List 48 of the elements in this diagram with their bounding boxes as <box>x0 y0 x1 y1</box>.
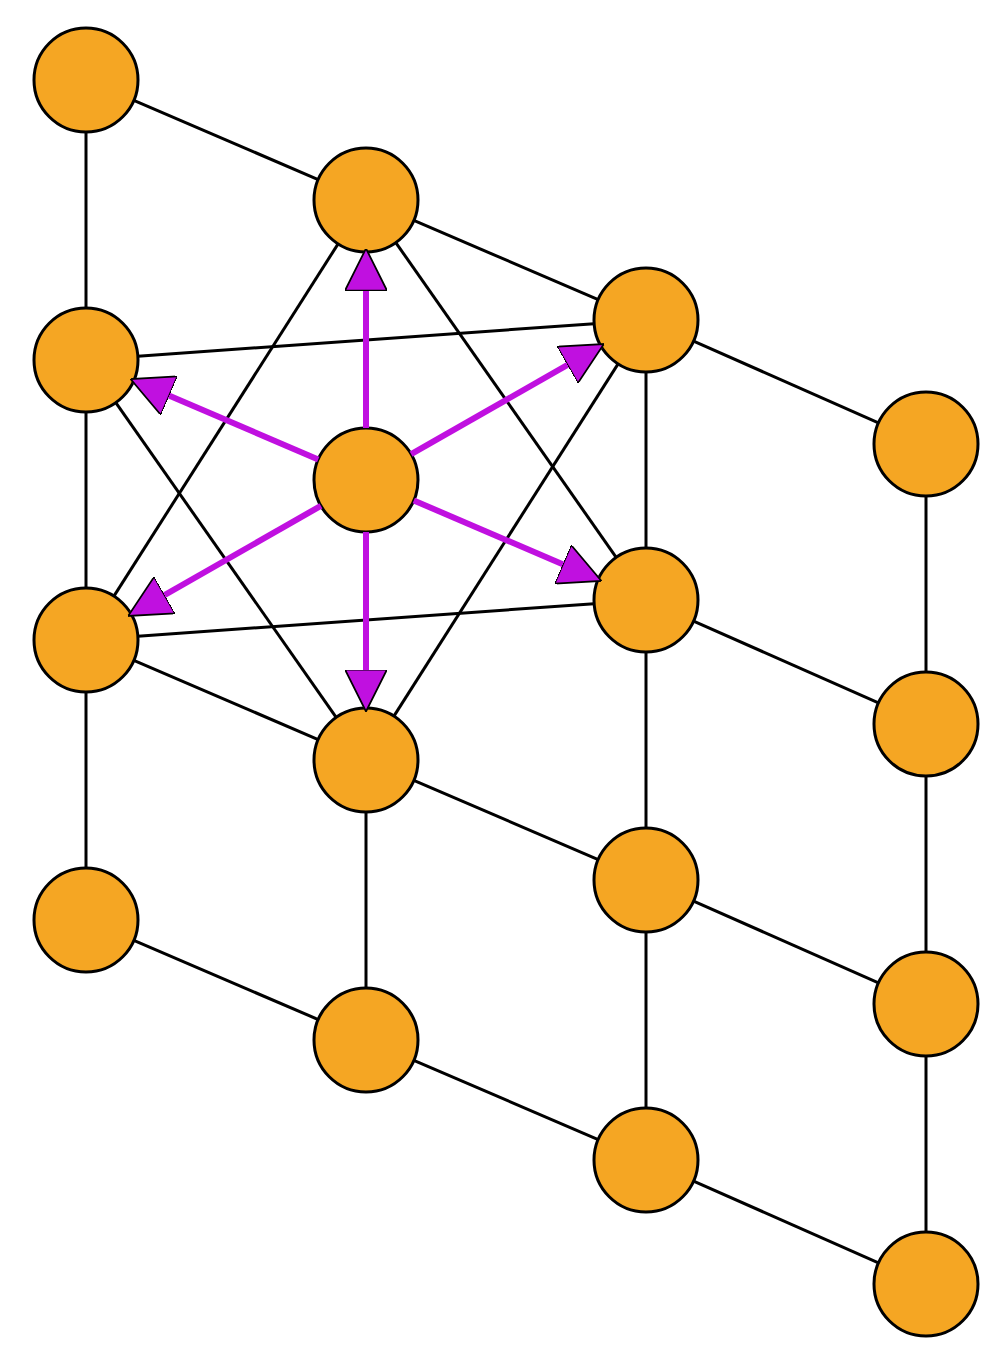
lattice-circle <box>592 1106 700 1214</box>
connector-line <box>392 363 620 717</box>
lattice-circle <box>312 986 420 1094</box>
connector-line <box>924 496 928 672</box>
connector-line <box>84 132 88 308</box>
connector-line <box>137 322 595 358</box>
lattice-circle <box>312 706 420 814</box>
arrow <box>344 532 388 713</box>
lattice-circle <box>312 146 420 254</box>
lattice-circle <box>872 390 980 498</box>
lattice-circle <box>32 866 140 974</box>
connector-line <box>133 99 319 181</box>
connector-line <box>394 241 618 559</box>
connector-line <box>644 372 648 548</box>
arrow <box>409 343 605 457</box>
connector-line <box>137 602 595 638</box>
connector-line <box>413 219 599 301</box>
lattice-circle <box>32 306 140 414</box>
arrow <box>344 247 388 428</box>
lattice-circle <box>32 26 140 134</box>
connector-line <box>924 1056 928 1232</box>
connector-line <box>84 692 88 868</box>
connector-line <box>644 932 648 1108</box>
lattice-circle <box>312 426 420 534</box>
connector-line <box>84 412 88 588</box>
arrow <box>127 503 323 617</box>
lattice-circle <box>872 1230 980 1338</box>
lattice-circle <box>32 586 140 694</box>
connector-line <box>112 243 340 597</box>
connector-line <box>692 619 880 705</box>
lattice-circle <box>592 826 700 934</box>
connector-line <box>133 659 319 741</box>
lattice-circle <box>592 546 700 654</box>
connector-line <box>692 899 880 985</box>
connector-line <box>133 939 319 1021</box>
connector-line <box>692 339 880 425</box>
connector-line <box>644 652 648 828</box>
connector-line <box>692 1179 880 1265</box>
lattice-circle <box>592 266 700 374</box>
connector-line <box>413 779 599 861</box>
connector-line <box>364 812 368 988</box>
connector-line <box>924 776 928 952</box>
arrow <box>412 497 603 585</box>
lattice-circle <box>872 670 980 778</box>
connector-line <box>114 401 338 719</box>
connector-line <box>413 1059 599 1141</box>
arrow <box>129 375 320 463</box>
lattice-circle <box>872 950 980 1058</box>
